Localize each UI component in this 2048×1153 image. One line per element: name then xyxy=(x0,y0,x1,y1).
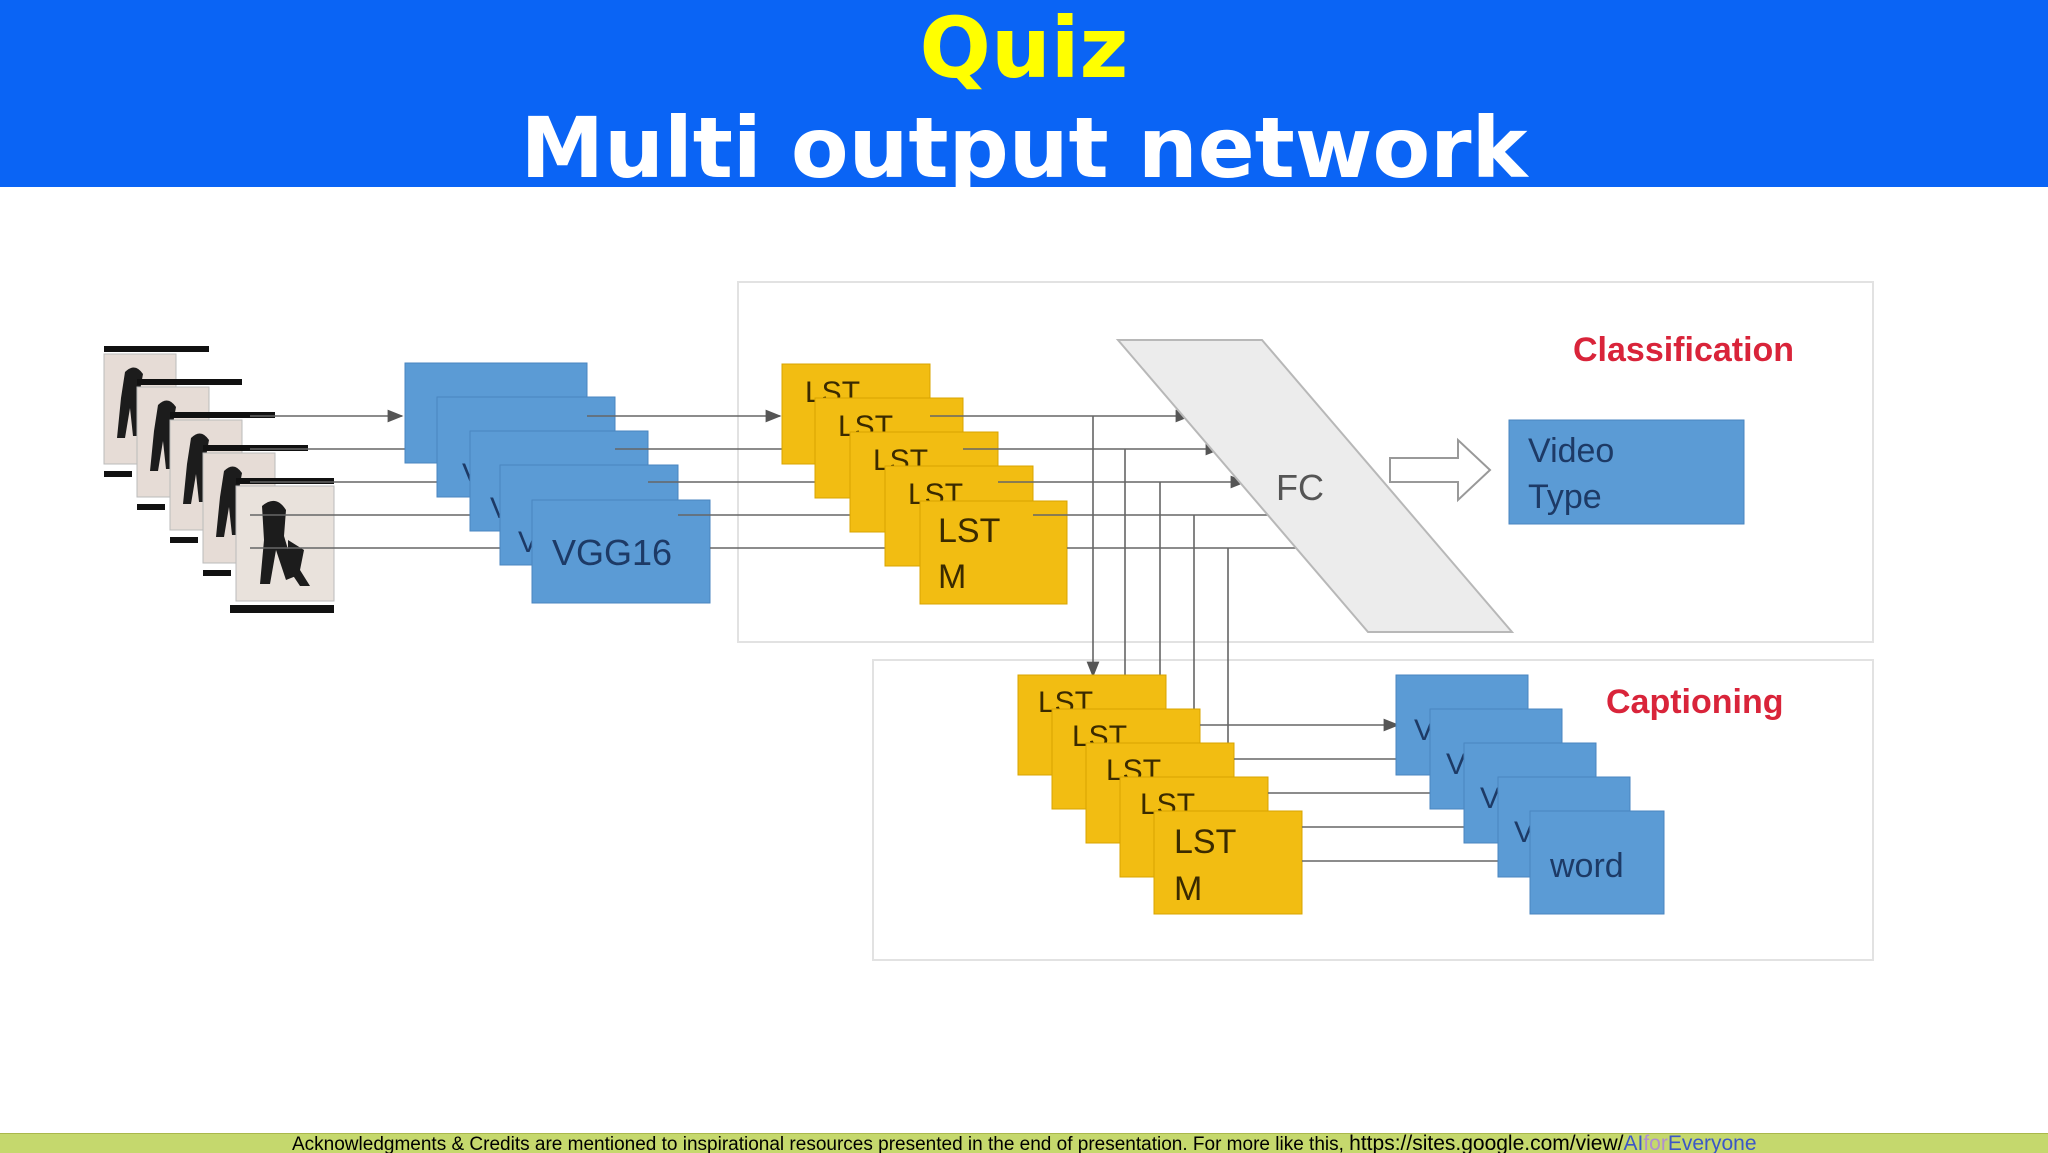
svg-text:M: M xyxy=(1174,870,1202,908)
svg-text:V: V xyxy=(1446,748,1466,781)
svg-text:LST: LST xyxy=(938,512,1000,550)
video-frames xyxy=(103,346,335,613)
svg-text:V: V xyxy=(1414,714,1434,747)
svg-text:LST: LST xyxy=(1174,823,1236,861)
svg-text:M: M xyxy=(938,558,966,596)
word-label: word xyxy=(1549,847,1624,885)
svg-text:V: V xyxy=(1514,816,1534,849)
cnn-stack: V V V V VGG16 xyxy=(404,362,711,604)
fc-output-arrow xyxy=(1389,437,1492,503)
page-subtitle: Multi output network xyxy=(520,99,1528,197)
video-frame xyxy=(230,478,335,613)
multi-output-network-diagram: V V V V VGG16 LST xyxy=(103,281,1874,961)
word-output-stack: V V V V word xyxy=(1395,674,1665,915)
credits-text: Acknowledgments & Credits are mentioned … xyxy=(292,1134,1350,1153)
video-type-output: Video Type xyxy=(1508,419,1745,525)
fc-label: FC xyxy=(1276,467,1324,508)
cnn-label: VGG16 xyxy=(552,532,672,573)
lstm-box-front: LST M xyxy=(1153,810,1303,915)
captioning-lstm-stack: LST LST LST LST LST M xyxy=(1017,674,1303,915)
lstm-box-front: LST M xyxy=(919,500,1068,605)
title-banner: Quiz Multi output network xyxy=(0,0,2048,196)
cnn-box-front: VGG16 xyxy=(531,499,711,604)
cnn-to-lstm-connections xyxy=(587,409,918,549)
svg-text:Video: Video xyxy=(1528,432,1614,470)
url-link[interactable]: https://sites.google.com/view/AIforEvery… xyxy=(1349,1133,1757,1153)
svg-text:V: V xyxy=(1480,782,1500,815)
footer-credits: Acknowledgments & Credits are mentioned … xyxy=(292,1133,1757,1153)
classification-lstm-stack: LST LST LST LST LST M xyxy=(781,363,1068,605)
frame-to-cnn-connections xyxy=(250,409,538,549)
classification-title: Classification xyxy=(1573,331,1794,369)
fc-layer: FC xyxy=(1115,339,1515,633)
captioning-title: Captioning xyxy=(1606,683,1784,721)
svg-text:Type: Type xyxy=(1528,478,1602,516)
footer-bar: Acknowledgments & Credits are mentioned … xyxy=(0,1133,2048,1153)
page-title: Quiz xyxy=(919,0,1129,97)
word-box-front: word xyxy=(1529,810,1665,915)
